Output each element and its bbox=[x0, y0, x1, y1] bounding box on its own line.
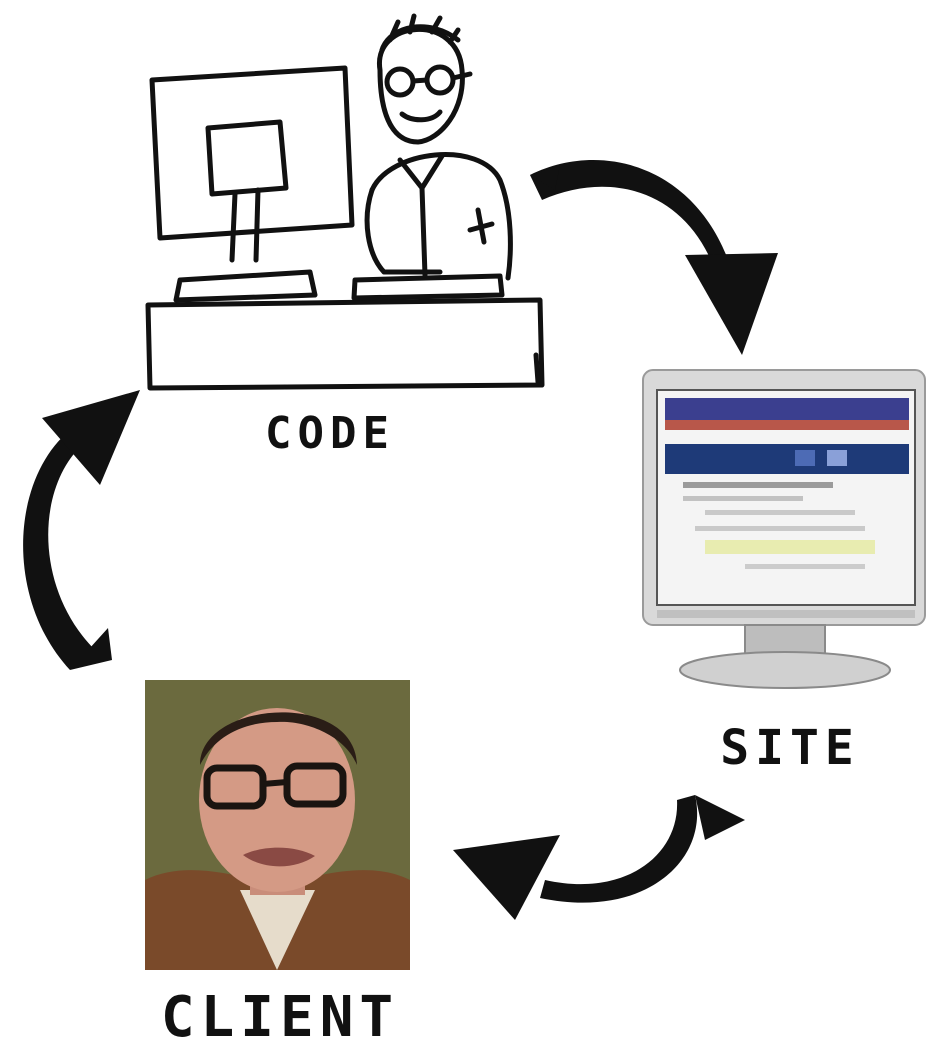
site-label: SITE bbox=[720, 720, 860, 776]
client-node bbox=[145, 680, 410, 970]
curved-arrow-icon bbox=[453, 795, 745, 920]
site-node bbox=[635, 360, 927, 695]
curved-arrow-icon bbox=[530, 160, 778, 355]
arrow-site-to-client bbox=[445, 780, 755, 925]
website-monitor-icon bbox=[642, 369, 926, 689]
developer-at-computer-icon bbox=[145, 13, 545, 391]
arrow-client-to-code bbox=[0, 370, 160, 680]
code-node bbox=[140, 10, 560, 405]
curved-arrow-icon bbox=[23, 390, 140, 670]
client-label: CLIENT bbox=[160, 985, 400, 1050]
client-photo bbox=[145, 680, 410, 970]
code-label: CODE bbox=[265, 408, 395, 459]
arrow-code-to-site bbox=[520, 145, 790, 370]
